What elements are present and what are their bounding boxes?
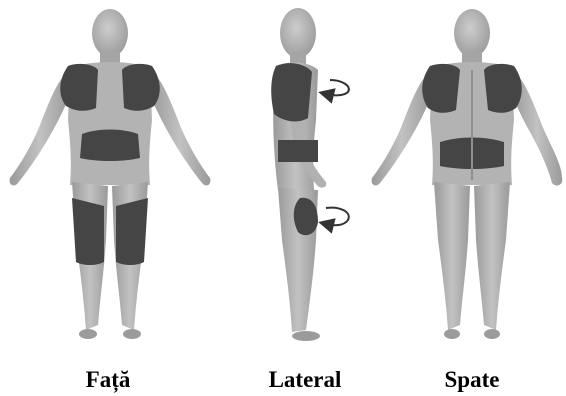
side-zone-waist (278, 140, 318, 162)
front-zone-right-shoulder (122, 64, 160, 111)
front-left-foot (79, 329, 97, 339)
caption-back-view: Spate (392, 368, 552, 391)
back-left-foot (444, 329, 460, 339)
side-foot (292, 331, 320, 341)
front-zone-left-shoulder (60, 64, 98, 111)
back-head (454, 9, 490, 57)
side-rotation-arrow-upper (326, 80, 349, 95)
side-zone-shoulder (271, 63, 312, 121)
back-view-figure (372, 9, 563, 339)
side-view-figure (271, 8, 349, 341)
front-view-figure (10, 9, 211, 339)
back-left-leg (434, 182, 470, 330)
front-right-foot (123, 329, 141, 339)
side-rotation-arrow-lower (326, 208, 349, 226)
back-right-leg (474, 182, 510, 330)
back-right-foot (484, 329, 500, 339)
front-zone-right-thigh (116, 198, 148, 265)
side-head (280, 8, 316, 58)
back-zone-left-shoulder (422, 64, 460, 113)
front-head (92, 9, 128, 57)
front-zone-abdomen (80, 130, 140, 162)
back-zone-right-shoulder (484, 64, 522, 113)
caption-front-view: Față (28, 368, 188, 391)
front-zone-left-thigh (72, 198, 104, 265)
caption-side-view: Lateral (225, 368, 385, 391)
